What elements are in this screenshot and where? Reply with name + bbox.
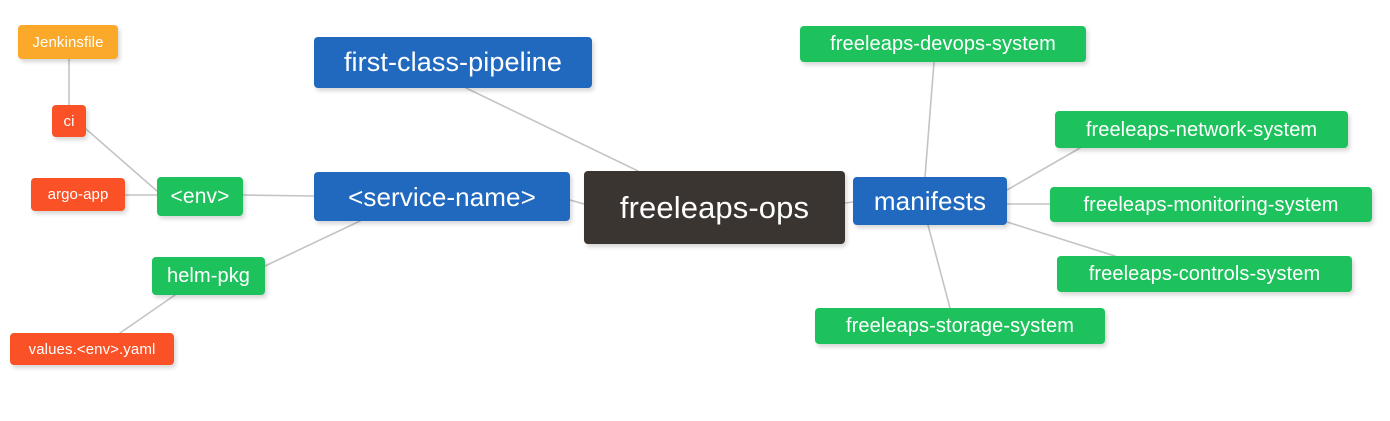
- mindmap-node-jenkinsfile[interactable]: Jenkinsfile: [18, 25, 118, 59]
- mindmap-node-devops-system[interactable]: freeleaps-devops-system: [800, 26, 1086, 62]
- mindmap-node-network-system[interactable]: freeleaps-network-system: [1055, 111, 1348, 148]
- edge-service-name-to-freeleaps-ops: [569, 199, 585, 205]
- edge-first-class-pipeline-to-freeleaps-ops: [465, 87, 639, 172]
- edge-manifests-to-network-system: [1006, 147, 1081, 191]
- mindmap-node-values-yaml[interactable]: values.<env>.yaml: [10, 333, 174, 365]
- edge-helm-pkg-to-values-yaml: [119, 294, 176, 334]
- mindmap-node-helm-pkg[interactable]: helm-pkg: [152, 257, 265, 295]
- mindmap-node-monitoring-system[interactable]: freeleaps-monitoring-system: [1050, 187, 1372, 222]
- edge-service-name-to-helm-pkg: [264, 220, 361, 267]
- mindmap-node-argo-app[interactable]: argo-app: [31, 178, 125, 211]
- mindmap-node-storage-system[interactable]: freeleaps-storage-system: [815, 308, 1105, 344]
- mindmap-node-service-name[interactable]: <service-name>: [314, 172, 570, 221]
- mindmap-node-env[interactable]: <env>: [157, 177, 243, 216]
- edge-env-to-service-name: [242, 194, 315, 197]
- mindmap-node-first-class-pipeline[interactable]: first-class-pipeline: [314, 37, 592, 88]
- edge-manifests-to-storage-system: [927, 224, 951, 309]
- edge-manifests-to-devops-system: [924, 61, 935, 178]
- edge-manifests-to-controls-system: [1006, 221, 1116, 257]
- mindmap-node-controls-system[interactable]: freeleaps-controls-system: [1057, 256, 1352, 292]
- mindmap-node-manifests[interactable]: manifests: [853, 177, 1007, 225]
- mindmap-node-ci[interactable]: ci: [52, 105, 86, 137]
- edge-freeleaps-ops-to-manifests: [844, 201, 854, 204]
- mindmap-node-freeleaps-ops[interactable]: freeleaps-ops: [584, 171, 845, 244]
